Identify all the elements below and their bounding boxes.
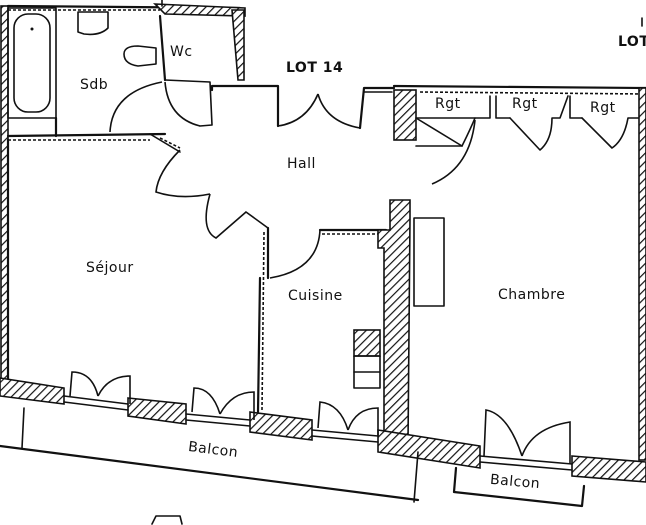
- entrance-lot-14: [210, 84, 396, 130]
- sejour-walls: [6, 138, 270, 414]
- exterior-wall-right: [638, 87, 646, 461]
- storage-row: [392, 84, 646, 185]
- room-label-rgt-2: Rgt: [512, 96, 538, 112]
- fragment-bottom: [151, 515, 183, 525]
- room-label-hall: Hall: [287, 156, 316, 172]
- room-label-cuisine: Cuisine: [288, 288, 343, 304]
- lot-14-label: LOT 14: [286, 60, 344, 76]
- hall-walls: [149, 133, 269, 239]
- room-label-chambre: Chambre: [498, 287, 566, 303]
- room-label-rgt-3: Rgt: [590, 100, 616, 116]
- facade-bottom: [0, 371, 646, 483]
- bathroom-block: [6, 3, 246, 141]
- room-label-sdb: Sdb: [80, 77, 109, 93]
- balcony-right: [452, 466, 586, 508]
- kitchen: [269, 228, 388, 389]
- room-label-rgt-1: Rgt: [435, 96, 461, 112]
- balcony-left: [0, 407, 420, 503]
- room-label-sejour: Séjour: [86, 260, 134, 276]
- lot-right-label: LOT: [618, 34, 646, 50]
- room-label-wc: Wc: [170, 44, 193, 60]
- structural-wall-center: [377, 199, 445, 445]
